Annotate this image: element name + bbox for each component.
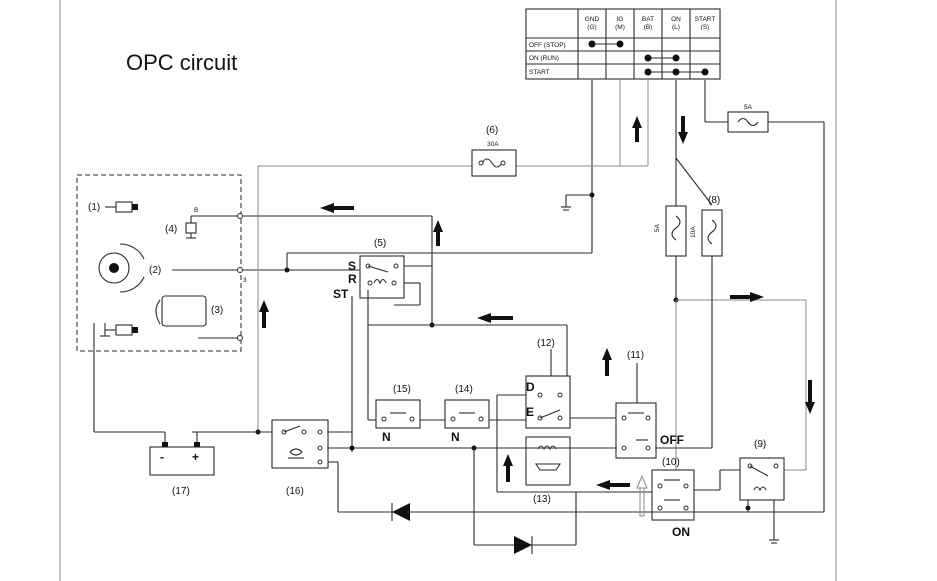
row-start: START: [529, 69, 550, 76]
label-c10: (10): [662, 457, 680, 468]
label-c1: (1): [88, 202, 100, 213]
fuse-5a-start: [727, 111, 769, 133]
terminal-d: D: [526, 380, 535, 394]
fuse-10a: [701, 209, 723, 257]
label-c16: (16): [286, 486, 304, 497]
diode-lower: [514, 536, 533, 554]
fuse-5a: [665, 205, 687, 257]
spark-plug-top: [105, 201, 138, 213]
col-gnd-label: GND: [585, 16, 600, 23]
col-on-code: (L): [672, 24, 680, 31]
label-c3: (3): [211, 305, 223, 316]
fuse-5a-top-rating: 5A: [744, 104, 753, 111]
label-c8: (8): [708, 195, 720, 206]
label-c15: (15): [393, 384, 411, 395]
relay-16: [271, 419, 329, 469]
switch-15: [375, 399, 421, 429]
relay-12: [525, 375, 571, 429]
relay-9: [739, 457, 785, 501]
diode-upper: [391, 503, 410, 521]
label-c12: (12): [537, 338, 555, 349]
label-c17: (17): [172, 486, 190, 497]
col-on-label: ON: [671, 16, 681, 23]
terminal-st: ST: [333, 287, 349, 301]
row-on-run: ON (RUN): [529, 55, 559, 62]
fuse-10a-rating: 10A: [690, 226, 697, 238]
label-c14: (14): [455, 384, 473, 395]
switch-11: [615, 402, 657, 459]
col-ig-label: IG: [617, 16, 624, 23]
coil-13: [525, 436, 571, 486]
row-off-stop: OFF (STOP): [529, 42, 566, 49]
terminal-e: E: [526, 405, 534, 419]
fuse-30a-rating: 30A: [487, 141, 499, 148]
wire-b-label: B: [194, 207, 198, 214]
battery-minus: -: [160, 450, 164, 464]
label-c6: (6): [486, 125, 498, 136]
spark-plug-bottom: [105, 324, 138, 336]
switch-15-n: N: [382, 430, 391, 444]
sensor-c4: [185, 222, 197, 234]
label-c4: (4): [165, 224, 177, 235]
starter-generator-block: [76, 174, 242, 352]
label-c9: (9): [754, 439, 766, 450]
switch-10-on: ON: [672, 525, 690, 539]
fuse-5a-rating: 5A: [654, 223, 661, 232]
label-c2: (2): [149, 265, 161, 276]
terminal-s: S: [348, 259, 356, 273]
battery-plus: +: [192, 450, 199, 464]
diagram-title: OPC circuit: [126, 50, 237, 75]
switch-14-n: N: [451, 430, 460, 444]
col-gnd-code: (G): [587, 24, 596, 31]
col-bat-code: (B): [644, 24, 653, 31]
fuse-30a: [471, 149, 517, 177]
terminal-r: R: [348, 272, 357, 286]
col-start-label: START: [695, 16, 716, 23]
col-ig-code: (M): [615, 24, 625, 31]
battery-17: [149, 442, 215, 476]
label-c13: (13): [533, 494, 551, 505]
label-c5: (5): [374, 238, 386, 249]
label-c11: (11): [627, 350, 644, 361]
col-start-code: (S): [701, 24, 710, 31]
col-bat-label: BAT: [642, 16, 654, 23]
switch-11-off: OFF: [660, 433, 684, 447]
wire-3-label: 3: [243, 277, 247, 284]
switch-14: [444, 399, 490, 429]
flow-arrows: [259, 116, 815, 517]
ignition-coil: [155, 295, 207, 327]
flywheel-magneto: [98, 243, 145, 293]
key-switch-table: GND (G) IG (M) BAT (B) ON (L) START (S) …: [525, 8, 721, 80]
starter-relay-5: [359, 255, 405, 299]
